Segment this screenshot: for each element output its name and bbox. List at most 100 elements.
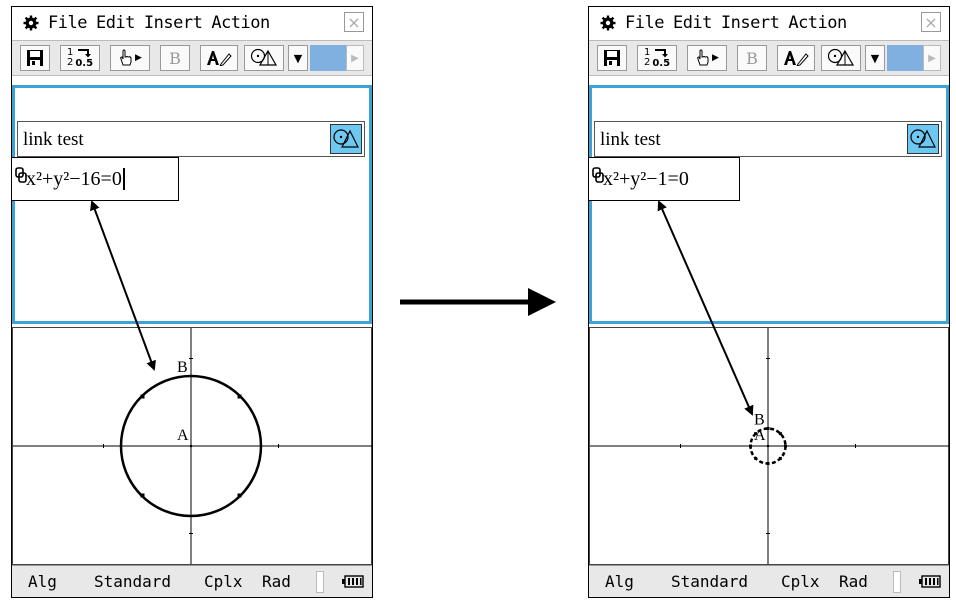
save-button[interactable] [597,45,627,71]
save-icon [604,50,620,66]
menu-edit[interactable]: Edit [672,13,712,33]
menu-insert[interactable]: Insert [143,13,203,33]
fraction-decimal-button[interactable]: 1 2 0.5 [637,45,677,71]
link-icon [592,167,604,183]
fraction-bottom: 2 [66,57,74,68]
geometry-button[interactable] [244,45,284,71]
geometry-strip-icon[interactable] [907,124,939,154]
point-label-b: B [754,412,765,429]
strip-title: link test [600,129,661,150]
pointer-play-button[interactable]: ▶ [687,45,727,71]
fraction-bottom: 2 [643,57,651,68]
close-button[interactable]: × [921,12,941,32]
linked-expression-box[interactable]: x²+y²−1=0 [588,157,740,201]
pointer-play-button[interactable]: ▶ [110,45,150,71]
geometry-strip[interactable]: link test [17,121,365,157]
status-format[interactable]: Standard [671,572,749,591]
decimal-label: 0.5 [652,57,671,69]
strip-title: link test [23,129,84,150]
fraction-decimal-button[interactable]: 1 2 0.5 [60,45,100,71]
toolbar-scroll-right[interactable]: ▶ [923,45,941,71]
geometry-icon [250,48,278,66]
transition-arrow-head [528,288,556,316]
text-edit-button[interactable] [200,45,238,71]
convert-arrow-icon [78,48,92,57]
point-label-a: A [177,427,189,444]
status-angle[interactable]: Rad [839,572,868,591]
selection-handle [754,432,758,436]
menu-action[interactable]: Action [788,13,847,33]
menu-file[interactable]: File [48,13,87,33]
status-complex[interactable]: Cplx [204,572,243,591]
play-icon: ▶ [135,53,142,63]
point-b [189,374,193,378]
eactivity-panel: link test x²+y²−16=0 [11,85,372,324]
selection-handle [140,493,145,498]
geometry-icon [827,48,855,66]
bold-button[interactable]: B [160,45,190,71]
graph-canvas[interactable]: AB [13,328,373,564]
hand-pointer-icon [697,49,709,66]
linked-expression-box[interactable]: x²+y²−16=0 [11,157,179,201]
toolbar-scroll-right[interactable]: ▶ [346,45,364,71]
point-a [766,444,770,448]
dropdown-button[interactable]: ▼ [288,45,308,71]
status-format[interactable]: Standard [94,572,172,591]
toolbar: 1 2 0.5 ▶ B ▼ ▶ [12,40,372,76]
expression-text: x²+y²−1=0 [603,167,689,190]
menu-action[interactable]: Action [211,13,270,33]
gear-icon[interactable] [599,14,617,32]
status-complex[interactable]: Cplx [781,572,820,591]
selection-handle [140,394,145,399]
battery-icon [919,575,941,588]
save-button[interactable] [20,45,50,71]
selection-handle [237,394,242,399]
point-label-b: B [177,359,188,376]
dropdown-button[interactable]: ▼ [865,45,885,71]
fraction-top: 1 [66,47,74,58]
status-angle[interactable]: Rad [262,572,291,591]
toolbar-spacer [310,45,346,71]
geometry-strip-icon[interactable] [330,124,362,154]
text-pen-icon [207,51,232,66]
save-icon [27,50,43,66]
text-cursor [122,168,125,190]
geometry-strip[interactable]: link test [594,121,942,157]
battery-icon [342,575,364,588]
menu-file[interactable]: File [625,13,664,33]
point-b [766,427,770,430]
graph-canvas[interactable]: AB [590,328,950,564]
selection-handle [784,444,787,448]
menu-insert[interactable]: Insert [720,13,780,33]
close-button[interactable]: × [344,12,364,32]
toolbar: 1 2 0.5 ▶ B ▼ ▶ [589,40,949,76]
selection-handle [754,456,758,460]
status-bar: Alg Standard Cplx Rad [12,565,372,597]
geometry-button[interactable] [821,45,861,71]
fraction-top: 1 [643,47,651,58]
selection-handle [766,462,770,465]
selection-handle [237,493,242,498]
menu-bar: File Edit Insert Action × [589,7,949,39]
menu-edit[interactable]: Edit [95,13,135,33]
decimal-label: 0.5 [75,57,94,69]
text-pen-icon [784,51,809,66]
expression-text: x²+y²−16=0 [26,167,122,190]
gear-icon[interactable] [22,14,40,32]
convert-arrow-icon [655,48,669,57]
selection-handle [778,456,782,460]
toolbar-spacer [887,45,923,71]
link-icon [15,167,27,183]
status-separator [316,571,324,593]
text-edit-button[interactable] [777,45,815,71]
bold-button[interactable]: B [737,45,767,71]
selection-handle [749,444,752,448]
eactivity-panel: link test x²+y²−1=0 [588,85,949,324]
menu-bar: File Edit Insert Action × [12,7,372,39]
point-label-a: A [754,427,766,444]
point-a [189,444,193,448]
status-mode[interactable]: Alg [605,572,634,591]
status-mode[interactable]: Alg [28,572,57,591]
